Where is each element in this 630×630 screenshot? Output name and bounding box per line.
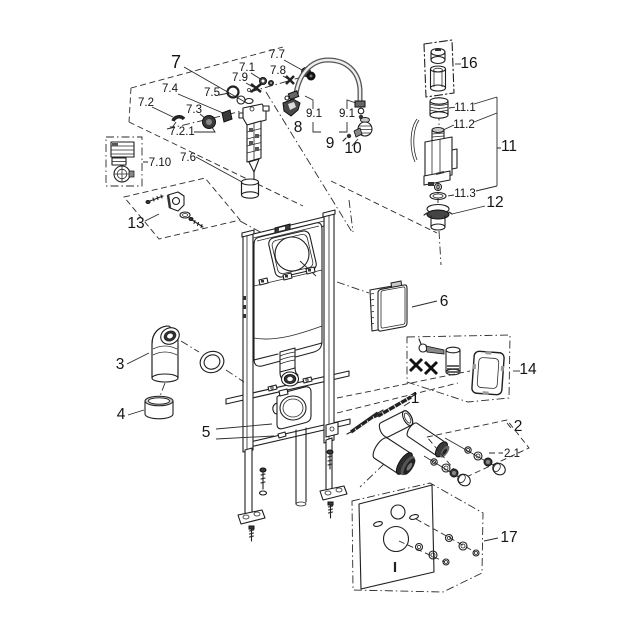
flush-valve-group: [330, 39, 501, 266]
label-12: 12: [486, 194, 503, 211]
nut-parts: [259, 77, 274, 86]
label-2-1: 2.1: [504, 448, 520, 460]
threaded-rod-1: [373, 393, 417, 419]
bend-opening: [160, 327, 180, 345]
flush-valve-body-11: [410, 118, 458, 186]
foot-plate: [237, 509, 266, 525]
label-6: 6: [440, 293, 449, 310]
leader-5: [215, 423, 275, 440]
label-2: 2: [514, 418, 523, 435]
label-9-1b: 9.1: [339, 108, 355, 120]
label-4: 4: [117, 406, 126, 423]
label-7-8: 7.8: [270, 65, 286, 77]
outlet-sleeve-part: [372, 437, 416, 476]
label-13: 13: [127, 215, 144, 232]
insulation-mat: [358, 484, 435, 590]
label-11-3: 11.3: [454, 188, 476, 200]
seal-part: [221, 109, 233, 123]
knob-part: [202, 115, 216, 129]
flush-bend-group: [126, 325, 245, 420]
flush-bend: [279, 347, 300, 387]
label-11-1: 11.1: [454, 102, 476, 114]
rail-bolt-head: [267, 376, 313, 392]
label-11-2: 11.2: [453, 119, 475, 131]
box-16: [423, 39, 455, 98]
foot-screw: [327, 501, 334, 519]
wall-bracket-set-13: [123, 177, 263, 240]
extension-cap-4: [127, 382, 174, 420]
label-1: 1: [411, 390, 420, 407]
label-16: 16: [460, 55, 477, 72]
rod-and-pipe-group: [336, 370, 530, 488]
inspection-box-6: [336, 280, 438, 332]
service-set-14: [406, 334, 520, 403]
clamp-part: [418, 338, 445, 355]
cistern-tank: [253, 222, 323, 367]
outlet-connector-12: [423, 203, 453, 231]
mounting-frame: [225, 209, 351, 542]
label-10: 10: [344, 140, 362, 157]
cross-pin-part: [285, 75, 295, 85]
label-11: 11: [501, 138, 517, 155]
hose-group: [282, 57, 373, 147]
outlet-flange: [272, 386, 312, 430]
seal-11-3: [429, 182, 447, 201]
washer-part: [179, 211, 191, 219]
angle-valve-part-10: [342, 117, 373, 142]
label-7-4: 7.4: [162, 83, 179, 95]
label-7-2: 7.2: [138, 97, 154, 109]
anchor-screw: [258, 467, 268, 496]
crossed-out-icon: [408, 357, 439, 376]
part-labels: 7 7.7 7.1 7.8 7.9 7.4 7.5 7.2 7.3 7.2.1 …: [116, 49, 537, 546]
threaded-rod-1: [346, 409, 384, 435]
valve-seat-parts-16: [429, 47, 447, 92]
label-7-3: 7.3: [186, 104, 202, 116]
label-17: 17: [500, 529, 517, 546]
label-5: 5: [202, 424, 211, 441]
screw-part: [145, 194, 164, 204]
grommet-set: [414, 533, 480, 566]
anchor-clip: [325, 421, 339, 470]
sound-insulation-set-17: [351, 482, 499, 593]
cross-pin-part: [247, 83, 262, 93]
foot-plate: [319, 485, 348, 501]
label-7-6: 7.6: [180, 152, 196, 164]
label-7-10: 7.10: [149, 157, 171, 169]
label-8: 8: [294, 119, 303, 136]
seal-ring-part: [226, 85, 240, 99]
fastener-set-2-1: [423, 437, 506, 487]
label-7: 7: [171, 52, 181, 72]
bracket-part: [166, 191, 185, 212]
label-7-2-1: 7.2.1: [169, 126, 195, 138]
label-14: 14: [519, 361, 537, 378]
label-7-1: 7.1: [239, 62, 255, 74]
label-7-7: 7.7: [269, 49, 285, 61]
label-3: 3: [116, 356, 125, 373]
screw-part: [188, 217, 204, 229]
retaining-clip-part: [171, 115, 186, 122]
service-set-7-10: [105, 136, 143, 187]
socket-ring-part: [199, 350, 225, 374]
label-9-1a: 9.1: [306, 108, 322, 120]
label-9: 9: [326, 135, 335, 152]
label-7-9: 7.9: [232, 72, 248, 84]
filling-valve-body: [238, 97, 270, 199]
cartridge-part: [445, 346, 461, 376]
label-7-5: 7.5: [204, 87, 220, 99]
threaded-tube-11-1: [429, 97, 449, 119]
gasket-frame-part: [471, 350, 505, 396]
foot-screw: [248, 525, 255, 542]
